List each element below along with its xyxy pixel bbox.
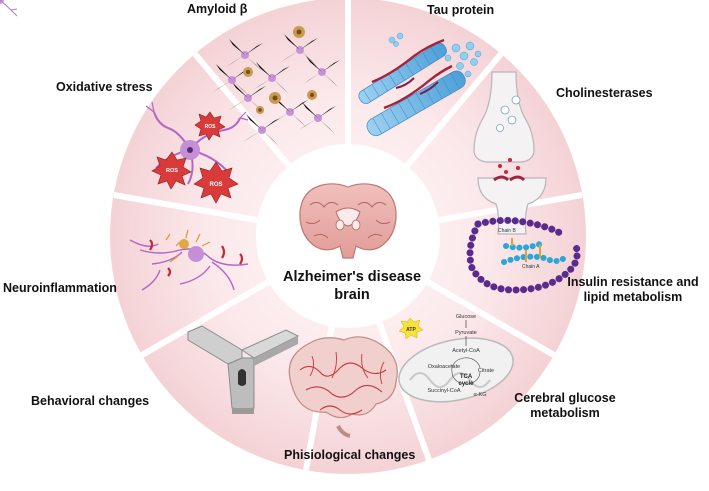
atp-label: ATP	[406, 327, 416, 333]
brain-vessels-icon	[288, 336, 398, 438]
label-tau-protein: Tau protein	[427, 3, 495, 17]
tca-glucose-label: Glucose	[456, 314, 476, 320]
ros-label-2: ROS	[166, 168, 178, 174]
tca-acetylcoa-label: Acetyl-CoA	[452, 348, 480, 354]
label-physiological: Phisiological changes	[284, 448, 416, 462]
microtubule-icon	[358, 38, 466, 137]
brain-section-icon	[299, 183, 397, 259]
tca-citrate-label: Citrate	[478, 368, 494, 374]
tca-cycle-label-1: TCA	[460, 374, 473, 380]
inflamed-neuron-icon	[129, 229, 249, 291]
tca-succinylcoa-label: Succinyl-CoA	[427, 388, 460, 394]
label-glucose: Cerebral glucose metabolism	[505, 391, 625, 421]
label-insulin: Insulin resistance and lipid metabolism	[558, 275, 708, 305]
center-title-line1: Alzheimer's disease	[282, 269, 422, 285]
tau-vesicles-icon	[388, 32, 482, 78]
ros-label-3: ROS	[209, 182, 222, 188]
label-insulin-line2: lipid metabolism	[583, 290, 683, 304]
synapse-icon	[473, 71, 547, 235]
tca-cycle-diagram: Glucose Pyruvate Acetyl-CoA Oxaloacetate…	[427, 314, 494, 398]
tca-pyruvate-label: Pyruvate	[455, 330, 477, 336]
center-title: Alzheimer's disease brain	[262, 268, 442, 304]
insulin-molecule-icon: Chain B Chain A	[466, 216, 581, 294]
chain-b-label: Chain B	[498, 228, 516, 234]
tca-oxaloacetate-label: Oxaloacetate	[428, 364, 460, 370]
atp-burst-icon: ATP	[398, 317, 424, 340]
y-maze-icon	[187, 325, 300, 414]
ros-star-icon: ROS ROS ROS	[151, 111, 239, 204]
label-behavioral: Behavioral changes	[31, 394, 150, 408]
chain-a-label: Chain A	[522, 264, 540, 270]
tca-akg-label: α-KG	[474, 392, 487, 398]
label-insulin-line1: Insulin resistance and	[567, 275, 699, 289]
amyloid-neurons-icon	[0, 0, 18, 17]
amyloid-plaque-icon	[243, 26, 317, 114]
label-glucose-line1: Cerebral glucose	[514, 391, 616, 405]
center-title-line2: brain	[334, 287, 370, 303]
label-oxidative: Oxidative stress	[56, 80, 153, 94]
label-glucose-line2: metabolism	[530, 406, 600, 420]
label-cholinesterases: Cholinesterases	[556, 86, 653, 100]
mitochondrion-icon	[398, 337, 514, 403]
ros-label-1: ROS	[205, 124, 217, 130]
label-amyloid: Amyloid β	[187, 2, 248, 16]
label-neuroinflammation: Neuroinflammation	[3, 281, 117, 295]
